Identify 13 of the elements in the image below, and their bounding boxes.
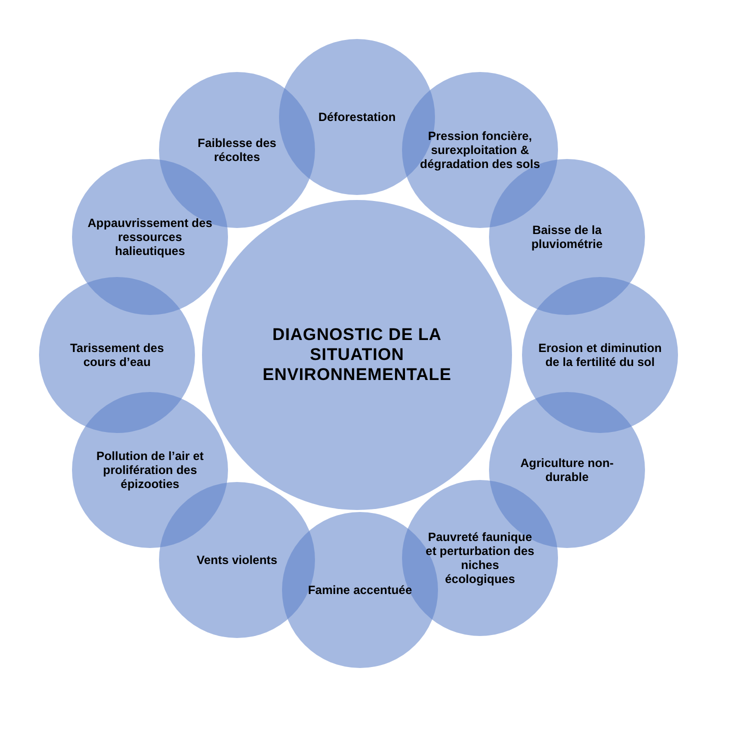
circle-label: Tarissement des cours d’eau [69, 341, 165, 369]
circle-label: Pollution de l’air et prolifération des épizooties [95, 449, 205, 491]
center-title: DIAGNOSTIC DE LA SITUATION ENVIRONNEMENTALE [262, 325, 452, 385]
circle-label: Agriculture non-durable [519, 456, 615, 484]
circle-label: Famine accentuée [306, 583, 414, 597]
circle-label: Appauvrissement des ressources halieutiques [88, 216, 212, 258]
circle-label: Baisse de la pluviométrie [530, 223, 604, 251]
circle-label: Erosion et diminution de la fertilité du sol [538, 341, 662, 369]
circle-label: Faiblesse des récoltes [196, 136, 278, 164]
circle-label: Pression foncière, surexploitation & dégradation des sols [418, 129, 542, 171]
circle-label: Déforestation [317, 110, 397, 124]
circle-label: Pauvreté faunique et perturbation des niches écologiques [425, 530, 535, 586]
circle-label: Vents violents [196, 553, 278, 567]
